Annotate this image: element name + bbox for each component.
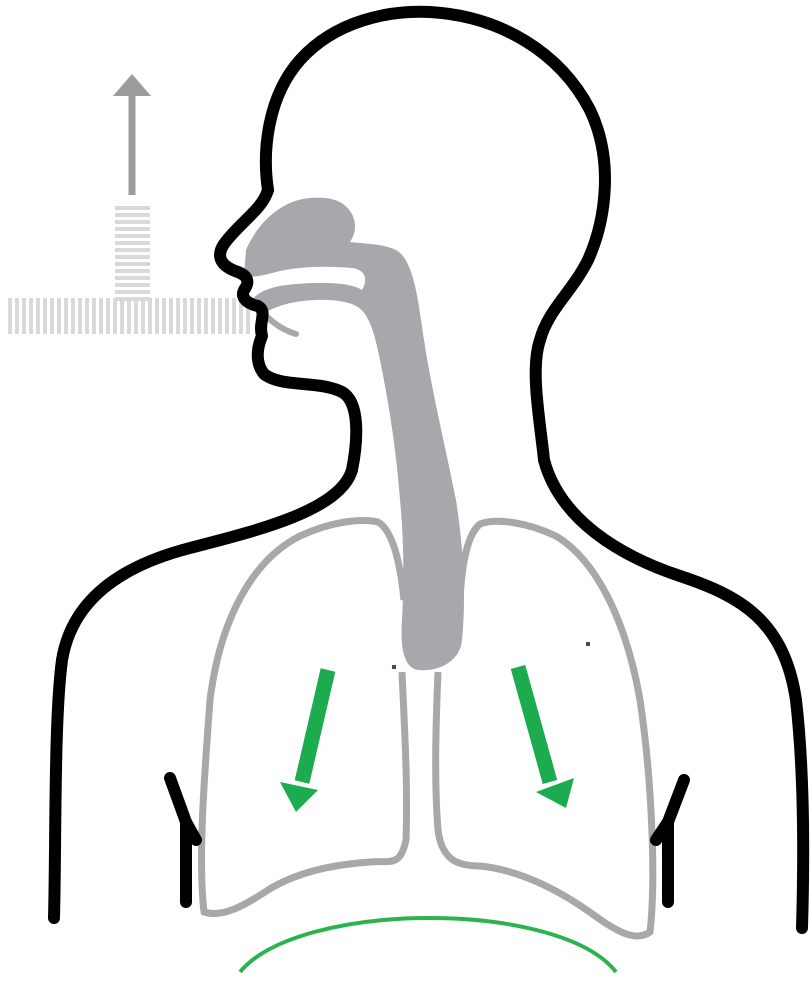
airflow-stripe: [115, 227, 150, 231]
airflow-stripe: [155, 298, 159, 334]
airflow-stripe: [115, 206, 150, 210]
airflow-stripe: [106, 298, 110, 334]
airflow-vertical: [115, 206, 150, 301]
airflow-stripe: [115, 248, 150, 252]
airflow-stripe: [115, 241, 150, 245]
airflow-stripe: [92, 298, 96, 334]
airflow-stripe: [190, 298, 194, 334]
airflow-stripe: [115, 290, 150, 294]
airflow-horizontal: [8, 298, 250, 334]
airflow-stripe: [22, 298, 26, 334]
arrow-up-icon: [113, 74, 151, 195]
airflow-stripe: [148, 298, 152, 334]
airflow-stripe: [211, 298, 215, 334]
airflow-stripe: [120, 298, 124, 334]
airflow-stripe: [113, 298, 117, 334]
airflow-stripe: [43, 298, 47, 334]
airflow-stripe: [169, 298, 173, 334]
airflow-stripe: [115, 220, 150, 224]
airflow-stripe: [115, 255, 150, 259]
left-lung: [202, 521, 407, 914]
airflow-stripe: [115, 213, 150, 217]
airflow-stripe: [115, 283, 150, 287]
airflow-stripe: [197, 298, 201, 334]
airflow-stripe: [8, 298, 12, 334]
airflow-stripe: [162, 298, 166, 334]
airflow-stripe: [232, 298, 236, 334]
airflow-stripe: [176, 298, 180, 334]
airflow-stripe: [115, 262, 150, 266]
airflow-stripe: [225, 298, 229, 334]
airflow-stripe: [141, 298, 145, 334]
airflow-stripe: [183, 298, 187, 334]
airflow-stripe: [99, 298, 103, 334]
airflow-stripe: [78, 298, 82, 334]
diaphragm: [240, 918, 616, 972]
airflow-stripe: [218, 298, 222, 334]
airflow-stripe: [115, 269, 150, 273]
airflow-stripe: [71, 298, 75, 334]
airflow-stripe: [115, 234, 150, 238]
right-lung: [436, 521, 653, 936]
airflow-stripe: [57, 298, 61, 334]
rib-marker-left: [170, 778, 196, 902]
airflow-stripe: [115, 297, 150, 301]
airflow-stripe: [127, 298, 131, 334]
airflow-stripe: [36, 298, 40, 334]
arrow-down-right-icon: [518, 667, 574, 808]
airflow-stripe: [85, 298, 89, 334]
airflow-stripe: [204, 298, 208, 334]
airflow-stripe: [15, 298, 19, 334]
arrow-down-left-icon: [280, 670, 328, 812]
airflow-stripe: [29, 298, 33, 334]
airflow-stripe: [115, 276, 150, 280]
airflow-stripe: [134, 298, 138, 334]
airflow-stripe: [50, 298, 54, 334]
airflow-stripe: [64, 298, 68, 334]
rib-marker-right: [656, 780, 684, 902]
